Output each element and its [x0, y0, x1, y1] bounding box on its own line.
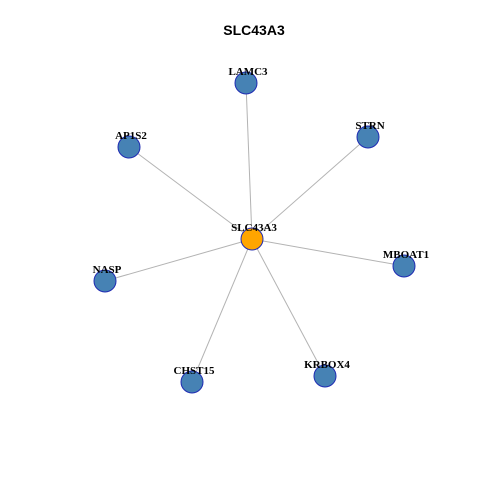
edge-slc43a3-ap1s2 [128, 146, 253, 240]
node-label-mboat1: MBOAT1 [383, 249, 429, 261]
node-ap1s2 [117, 135, 141, 159]
node-label-ap1s2: AP1S2 [115, 130, 147, 142]
node-mboat1 [392, 254, 416, 278]
node-label-strn: STRN [355, 120, 384, 132]
node-label-lamc3: LAMC3 [228, 66, 268, 78]
node-chst15 [180, 370, 204, 394]
node-lamc3 [234, 71, 258, 95]
edge-slc43a3-mboat1 [251, 238, 405, 267]
edge-layer [104, 82, 405, 383]
edge-slc43a3-strn [251, 136, 369, 240]
edge-slc43a3-nasp [104, 238, 253, 282]
edge-slc43a3-krbox4 [251, 238, 326, 377]
node-layer [93, 71, 416, 394]
edge-slc43a3-lamc3 [245, 82, 253, 240]
node-label-chst15: CHST15 [174, 365, 215, 377]
node-slc43a3 [240, 227, 264, 251]
node-label-slc43a3: SLC43A3 [231, 222, 277, 234]
node-strn [356, 125, 380, 149]
node-nasp [93, 269, 117, 293]
node-krbox4 [313, 364, 337, 388]
node-label-krbox4: KRBOX4 [304, 359, 350, 371]
edge-slc43a3-chst15 [191, 238, 253, 383]
graph-title: SLC43A3 [223, 22, 285, 38]
node-label-nasp: NASP [93, 264, 122, 276]
